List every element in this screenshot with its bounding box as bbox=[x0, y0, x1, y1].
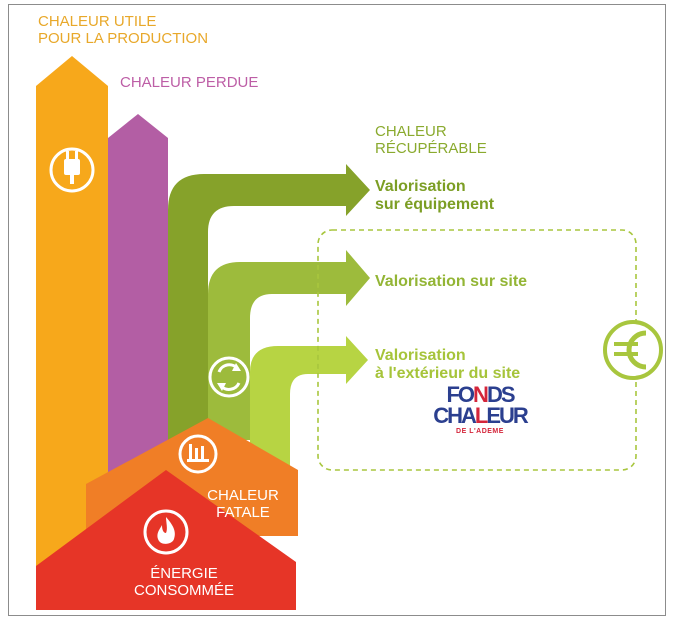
label-valorisation-exterieur-line1: Valorisation bbox=[375, 347, 466, 364]
label-chaleur-utile-line1: CHALEUR UTILE bbox=[38, 13, 157, 30]
label-chaleur-recuperable-line1: CHALEUR bbox=[375, 123, 447, 140]
logo-line3: DE L'ADEME bbox=[456, 427, 504, 435]
label-valorisation-equipement-line1: Valorisation bbox=[375, 178, 466, 195]
label-chaleur-perdue: CHALEUR PERDUE bbox=[120, 74, 259, 91]
label-valorisation-exterieur: Valorisation à l'extérieur du site bbox=[375, 347, 520, 383]
label-chaleur-recuperable: CHALEUR RÉCUPÉRABLE bbox=[375, 123, 487, 158]
factory-icon bbox=[178, 434, 218, 474]
arrow-valorisation-site bbox=[208, 250, 370, 440]
logo-line1: FONDS bbox=[446, 382, 515, 407]
flame-icon bbox=[143, 509, 189, 555]
label-energie-consommee-line2: CONSOMMÉE bbox=[133, 581, 234, 599]
label-valorisation-site: Valorisation sur site bbox=[375, 273, 528, 290]
label-energie-consommee: ÉNERGIE CONSOMMÉE bbox=[120, 565, 248, 600]
label-chaleur-fatale-line1: CHALEUR bbox=[207, 487, 279, 504]
recycle-icon bbox=[208, 356, 250, 398]
plug-icon bbox=[49, 147, 95, 193]
label-valorisation-equipement-line2: sur équipement bbox=[375, 195, 495, 213]
label-energie-consommee-line1: ÉNERGIE bbox=[150, 565, 218, 582]
label-valorisation-exterieur-line2: à l'extérieur du site bbox=[375, 364, 521, 382]
label-valorisation-equipement: Valorisation sur équipement bbox=[375, 178, 494, 214]
label-chaleur-recuperable-line2: RÉCUPÉRABLE bbox=[375, 139, 487, 157]
arrow-valorisation-exterieur bbox=[250, 336, 368, 470]
fonds-chaleur-logo: FONDS CHALEUR DE L'ADEME bbox=[418, 382, 542, 435]
label-chaleur-utile-line2: POUR LA PRODUCTION bbox=[38, 29, 209, 47]
logo-line2: CHALEUR bbox=[433, 402, 529, 428]
label-chaleur-utile: CHALEUR UTILE POUR LA PRODUCTION bbox=[38, 13, 209, 48]
arrow-valorisation-equipement bbox=[168, 164, 370, 440]
euro-icon bbox=[603, 320, 663, 380]
label-chaleur-fatale-line2: FATALE bbox=[216, 503, 270, 521]
arrow-chaleur-utile bbox=[36, 56, 108, 610]
label-chaleur-fatale: CHALEUR FATALE bbox=[188, 487, 298, 522]
